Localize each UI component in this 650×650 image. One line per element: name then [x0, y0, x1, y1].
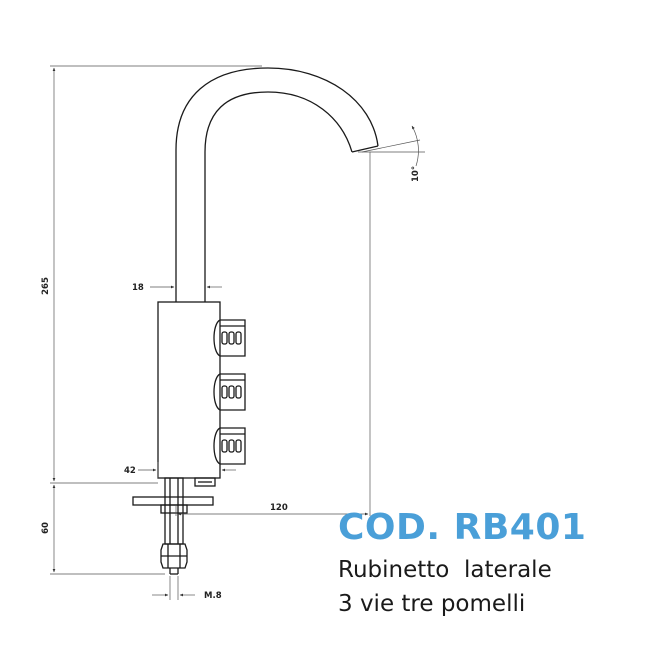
dim-18-label: 18 [132, 283, 144, 293]
base-flange [194, 477, 216, 487]
fixing-plate [132, 496, 214, 506]
product-description-line2: 3 vie tre pomelli [338, 591, 526, 617]
dim-120-label: 120 [270, 503, 288, 513]
spout-tip [351, 145, 379, 153]
threaded-shank [164, 477, 184, 545]
dim-angle-arc [411, 125, 419, 167]
hose-nut [160, 543, 188, 569]
knob-2 [213, 373, 246, 411]
dim-m8-label: M.8 [204, 591, 222, 601]
dim-42-label: 42 [124, 466, 136, 476]
knob-1 [213, 319, 246, 357]
dim-60-label: 60 [41, 522, 51, 534]
dim-265-label: 265 [41, 277, 51, 295]
product-description-line1: Rubinetto laterale [338, 557, 552, 583]
spout-inner [204, 91, 353, 302]
dimension-lines [50, 65, 425, 600]
spout-outer [175, 67, 379, 302]
dim-angle-label: 10° [411, 166, 421, 182]
faucet-outline [132, 67, 379, 575]
product-code: COD. RB401 [338, 507, 587, 548]
valve-body [157, 301, 221, 479]
knob-3 [213, 427, 246, 465]
